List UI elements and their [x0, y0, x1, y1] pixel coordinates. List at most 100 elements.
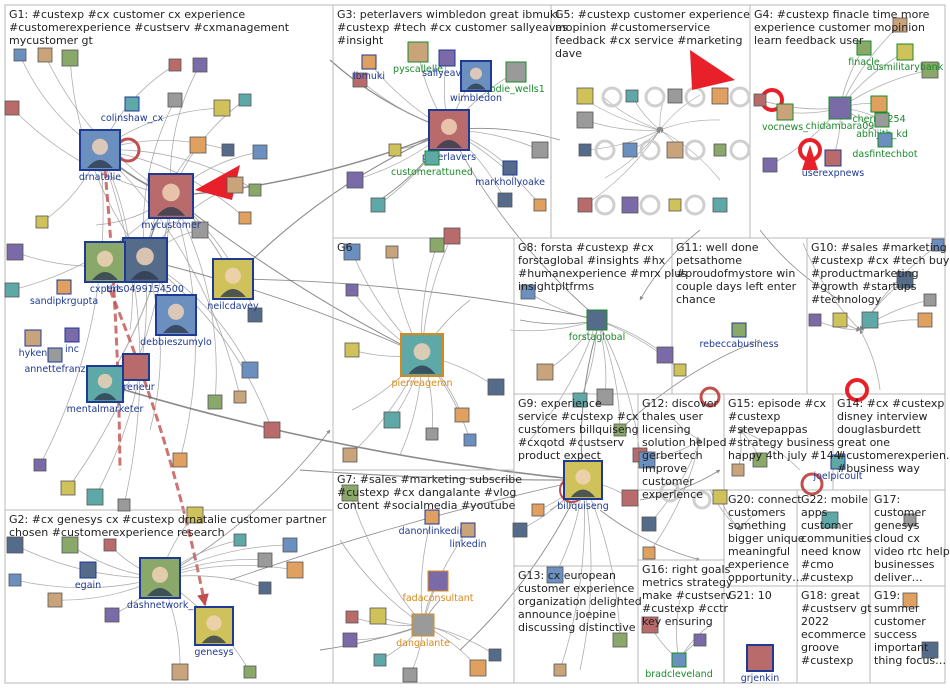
node-avatar — [438, 49, 456, 67]
node-avatar — [47, 347, 63, 363]
group-title-line: bigger unique — [728, 532, 805, 545]
avatar-body-icon — [201, 635, 227, 644]
node-pyscallelle[interactable]: pyscallelle — [393, 41, 443, 75]
node-label: drnatalie — [79, 172, 121, 183]
group-title-line: G18: great — [801, 589, 860, 602]
node-label: forstaglobal — [569, 332, 626, 343]
node-pierreageron[interactable]: pierreageron — [391, 333, 453, 389]
node-peterlavers[interactable]: peterlavers — [422, 109, 476, 163]
group-title-line: groove — [801, 641, 839, 654]
node-linkedin[interactable]: linkedin — [450, 522, 487, 550]
group-title-line: #productmarketing — [811, 267, 919, 280]
avatar-tile — [488, 648, 502, 662]
node-billquiseng[interactable]: billquiseng — [557, 460, 609, 512]
edge-cross-group — [229, 478, 584, 581]
avatar-tile — [13, 48, 27, 62]
avatar-tile — [625, 89, 639, 103]
node-dasfintechbot[interactable]: dasfintechbot — [852, 132, 918, 160]
group-title-line: G15: episode #cx — [728, 397, 827, 410]
node-label: rebeccabusiness — [699, 339, 778, 350]
node-neilcdavey[interactable]: neilcdavey — [207, 258, 259, 312]
node-debbieszumylo[interactable]: debbieszumylo — [140, 294, 212, 348]
node-finacle[interactable]: finacle — [848, 40, 880, 68]
node-sandipkrgupta[interactable]: sandipkrgupta — [30, 279, 98, 307]
node-avatar — [830, 454, 846, 470]
node-dashnetwork[interactable]: dashnetwork_ — [127, 557, 193, 611]
avatar-tile — [531, 503, 545, 517]
avatar-tile — [241, 361, 259, 379]
group-title-line: meaningful — [728, 545, 790, 558]
avatar-tile — [385, 245, 399, 259]
node-fadaconsultant[interactable]: fadaconsultant — [403, 570, 474, 604]
node-hyken[interactable]: hyken — [19, 329, 48, 359]
node-avatar — [896, 43, 914, 61]
group-title-line: disney interview — [837, 410, 927, 423]
node-label: egain — [75, 580, 101, 591]
avatar-tile — [454, 407, 470, 423]
group-title-line: make #custserv — [642, 589, 732, 602]
edge-cross-group — [639, 229, 701, 301]
node-rebeccabusiness[interactable]: rebeccabusiness — [699, 322, 779, 350]
group-title-line: G17: — [874, 493, 900, 506]
group-title-line: customer experience — [518, 582, 634, 595]
node-jodie-wells1[interactable]: jodie_wells1 — [486, 61, 545, 95]
avatar-tile — [186, 506, 204, 524]
avatar-tile — [861, 311, 879, 329]
avatar-tile — [61, 49, 79, 67]
group-title-line: G22: mobile — [801, 493, 868, 506]
node-label: vocnews_ — [762, 122, 808, 133]
edge-cross-group — [619, 339, 761, 431]
group-panels-layer — [4, 4, 946, 684]
edge-cross-group — [459, 479, 584, 651]
red-arrow-marker — [690, 50, 735, 90]
group-title-line: G5: #custexp customer experience — [555, 8, 750, 21]
avatar-tile — [902, 592, 918, 608]
self-loop-ring — [684, 194, 706, 216]
node-cxpert[interactable]: cxpert — [84, 241, 126, 295]
node-egain[interactable]: egain — [75, 561, 101, 591]
group-title-line: #insight — [337, 34, 384, 47]
group-title-line: service #custexp #cx — [518, 410, 639, 423]
node-mentalmarketer[interactable]: mentalmarketer — [67, 365, 144, 415]
node-label: joelpicoult — [812, 471, 862, 482]
node-vocnews[interactable]: vocnews_ — [762, 103, 808, 133]
node-mycustomer[interactable]: mycustomer — [141, 173, 201, 231]
node-danonlinkedin[interactable]: danonlinkedin — [399, 509, 466, 537]
avatar-tile — [487, 378, 505, 396]
avatar-tile — [343, 243, 361, 261]
avatar-tile — [612, 632, 628, 648]
node-drnatalie[interactable]: drnatalie — [79, 129, 121, 183]
node-markhollyoake[interactable]: markhollyoake — [475, 160, 545, 188]
avatar-tile — [258, 581, 272, 595]
node-forstaglobal[interactable]: forstaglobal — [569, 309, 626, 343]
group-title-line: G14: #cx #custexp — [837, 397, 944, 410]
node-avatar — [776, 103, 794, 121]
node-customerattuned[interactable]: customerattuned — [391, 150, 473, 178]
group-title-line: G8: forsta #custexp #cx — [518, 241, 654, 254]
node-wimbledon[interactable]: wimbledon — [450, 60, 502, 104]
avatar-tile — [402, 667, 418, 683]
node-bradcleveland[interactable]: bradcleveland — [645, 652, 713, 680]
avatar-body-icon — [147, 588, 173, 596]
self-loop-ring — [644, 86, 666, 108]
node-userexpnews[interactable]: userexpnews — [802, 149, 864, 179]
node-inc[interactable]: inc — [64, 327, 80, 355]
node-dangalante[interactable]: dangalante — [396, 613, 450, 649]
node-joelpicoult[interactable]: joelpicoult — [812, 454, 863, 482]
node-chidambara09[interactable]: chidambara09 — [806, 96, 875, 132]
node-label: dangalante — [396, 638, 450, 649]
node-label: ibmuki — [353, 71, 385, 82]
node-genesys[interactable]: genesys — [194, 606, 234, 658]
self-loop-ring — [601, 86, 623, 108]
group-title-g15: G15: episode #cx#custexp#stevepappas#str… — [728, 397, 841, 462]
node-colinshaw-cx[interactable]: colinshaw_cx — [101, 96, 164, 124]
avatar-tile — [512, 522, 528, 538]
avatar-tile — [47, 592, 63, 608]
node-ibmuki[interactable]: ibmuki — [353, 54, 385, 82]
node-grjenkin[interactable]: grjenkin — [741, 644, 780, 684]
node-annettefranz[interactable]: annettefranz — [24, 347, 86, 375]
node-ausmilitarybank[interactable]: ausmilitarybank — [867, 43, 944, 73]
avatar-face-icon — [152, 566, 168, 583]
node-sallyeaves[interactable]: sallyeaves — [422, 49, 472, 79]
